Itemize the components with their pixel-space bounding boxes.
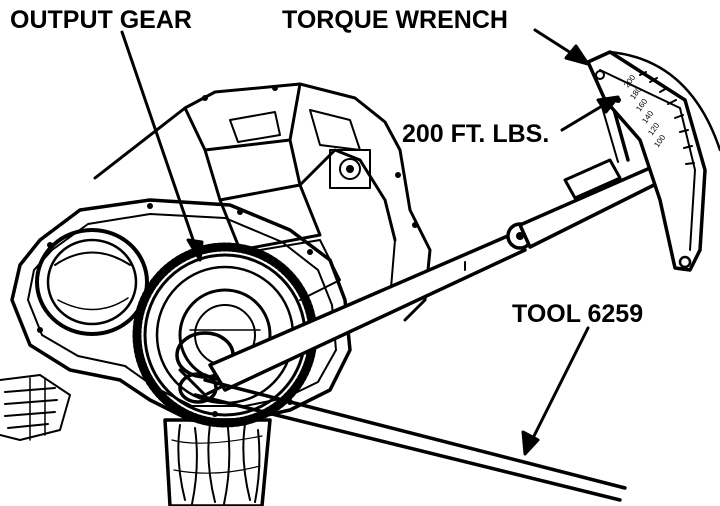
torque-wrench-label: TORQUE WRENCH <box>282 6 508 34</box>
left-shaft-detail <box>0 374 71 441</box>
output-gear-leader-arrow <box>120 30 202 262</box>
torque-wrench-dial: 200 180 160 140 120 100 <box>586 50 720 272</box>
tool-label: TOOL 6259 <box>512 300 644 328</box>
case-housing <box>93 82 432 322</box>
wood-block <box>163 418 272 506</box>
tool-leader-arrow <box>526 326 590 450</box>
input-bore <box>35 228 149 336</box>
output-gear-label: OUTPUT GEAR <box>10 6 192 34</box>
torque-value-label: 200 FT. LBS. <box>402 120 550 148</box>
leader-arrows <box>120 28 620 456</box>
tool-6259-bar <box>193 222 627 502</box>
